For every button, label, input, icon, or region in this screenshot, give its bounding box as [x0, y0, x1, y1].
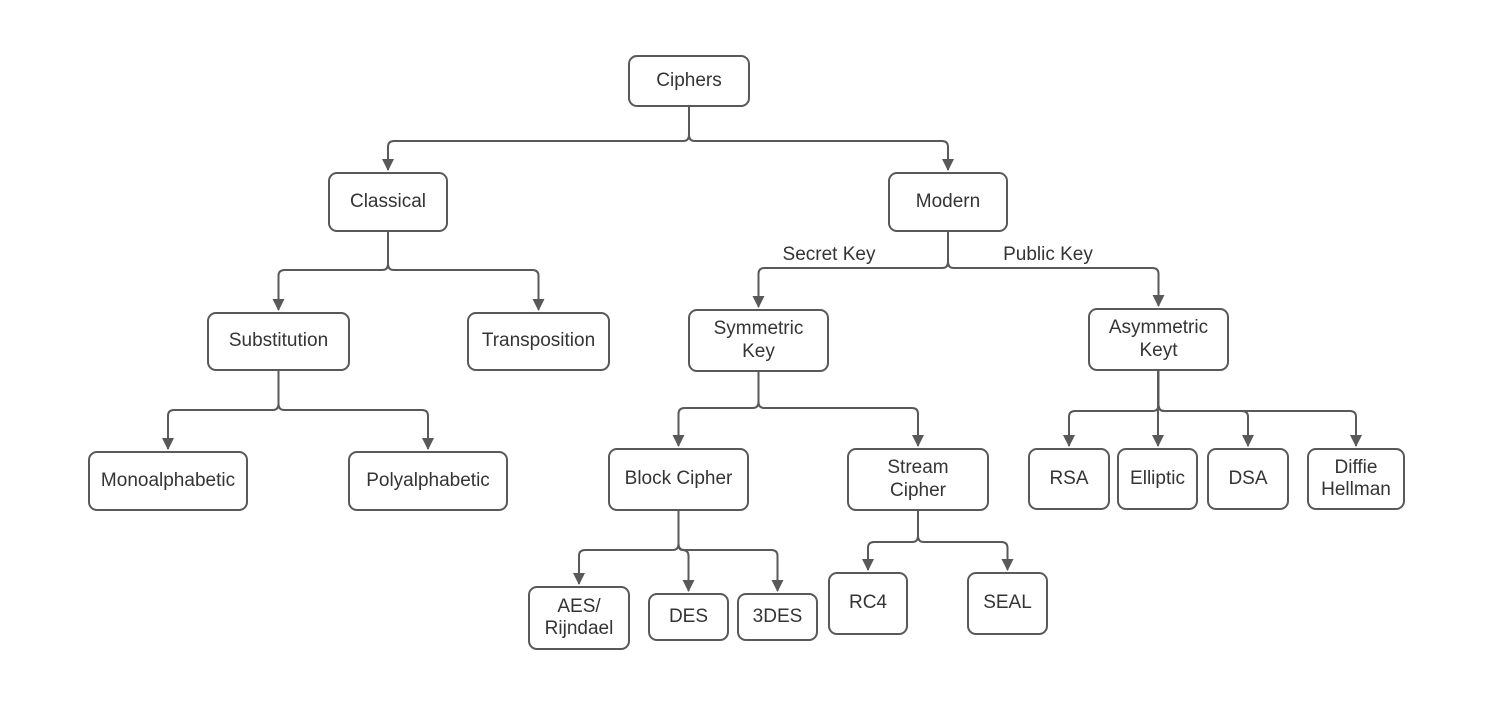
edge-asymmetric-rsa: [1063, 371, 1160, 447]
node-transposition: Transposition: [467, 312, 610, 371]
node-symmetric-key: Symmetric Key: [688, 309, 829, 372]
edge-asymmetric-dsa: [1157, 371, 1254, 447]
edge-block-3des: [677, 511, 784, 592]
edge-symmetric-block-cipher: [672, 372, 760, 447]
edge-block-aes-rijndael: [573, 511, 680, 585]
node-elliptic: Elliptic: [1117, 448, 1198, 510]
edge-ciphers-modern: [688, 107, 954, 171]
node-diffie-hellman: Diffie Hellman: [1307, 448, 1405, 510]
edge-classical-transposition: [387, 232, 545, 311]
edge-stream-seal: [917, 511, 1014, 571]
edge-label-secret-key: Secret Key: [780, 244, 878, 266]
node-aes-rijndael: AES/ Rijndael: [528, 586, 630, 650]
node-dsa: DSA: [1207, 448, 1289, 510]
node-3des: 3DES: [737, 593, 818, 641]
node-polyalphabetic: Polyalphabetic: [348, 451, 508, 511]
node-modern: Modern: [888, 172, 1008, 232]
edge-label-public-key: Public Key: [1001, 244, 1095, 266]
node-asymmetric-keyt: Asymmetric Keyt: [1088, 308, 1229, 371]
node-substitution: Substitution: [207, 312, 350, 371]
edge-symmetric-stream-cipher: [757, 372, 924, 447]
node-seal: SEAL: [967, 572, 1048, 635]
edge-ciphers-classical: [382, 107, 690, 171]
edge-substitution-monoalphabetic: [162, 371, 280, 450]
node-ciphers: Ciphers: [628, 55, 750, 107]
edge-modern-asymmetric: [947, 232, 1165, 307]
node-des: DES: [648, 593, 729, 641]
node-stream-cipher: Stream Cipher: [847, 448, 989, 511]
edge-classical-substitution: [272, 232, 389, 311]
node-rsa: RSA: [1028, 448, 1110, 510]
edge-substitution-polyalphabetic: [277, 371, 434, 450]
node-monoalphabetic: Monoalphabetic: [88, 451, 248, 511]
node-rc4: RC4: [828, 572, 908, 635]
edge-asymmetric-diffie-hellman: [1157, 371, 1362, 447]
edge-stream-rc4: [862, 511, 919, 571]
node-classical: Classical: [328, 172, 448, 232]
node-block-cipher: Block Cipher: [608, 448, 749, 511]
